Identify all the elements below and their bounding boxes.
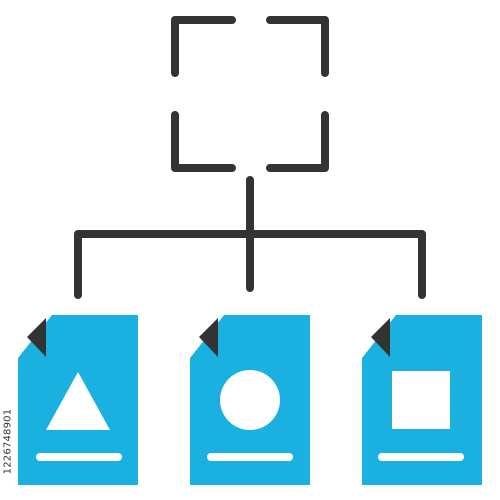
frame-corner-top-right — [266, 16, 329, 77]
document-fold — [371, 318, 390, 357]
square-shape — [392, 371, 450, 429]
document-fold — [199, 318, 218, 357]
frame-corner-bottom-right — [266, 111, 329, 172]
side-code: 1226748901 — [2, 382, 14, 500]
frame-corner-top-left — [171, 16, 236, 77]
frame-corner-bottom-left — [171, 111, 236, 172]
document-triangle-icon — [18, 315, 138, 485]
connector-lines — [74, 176, 426, 299]
triangle-shape — [46, 372, 110, 430]
document-circle-icon — [190, 315, 310, 485]
focus-frame-icon — [171, 16, 329, 172]
circle-shape — [220, 370, 280, 430]
document-fold — [27, 318, 46, 357]
document-square-icon — [362, 315, 482, 485]
side-code-text: 1226748901 — [2, 408, 14, 474]
